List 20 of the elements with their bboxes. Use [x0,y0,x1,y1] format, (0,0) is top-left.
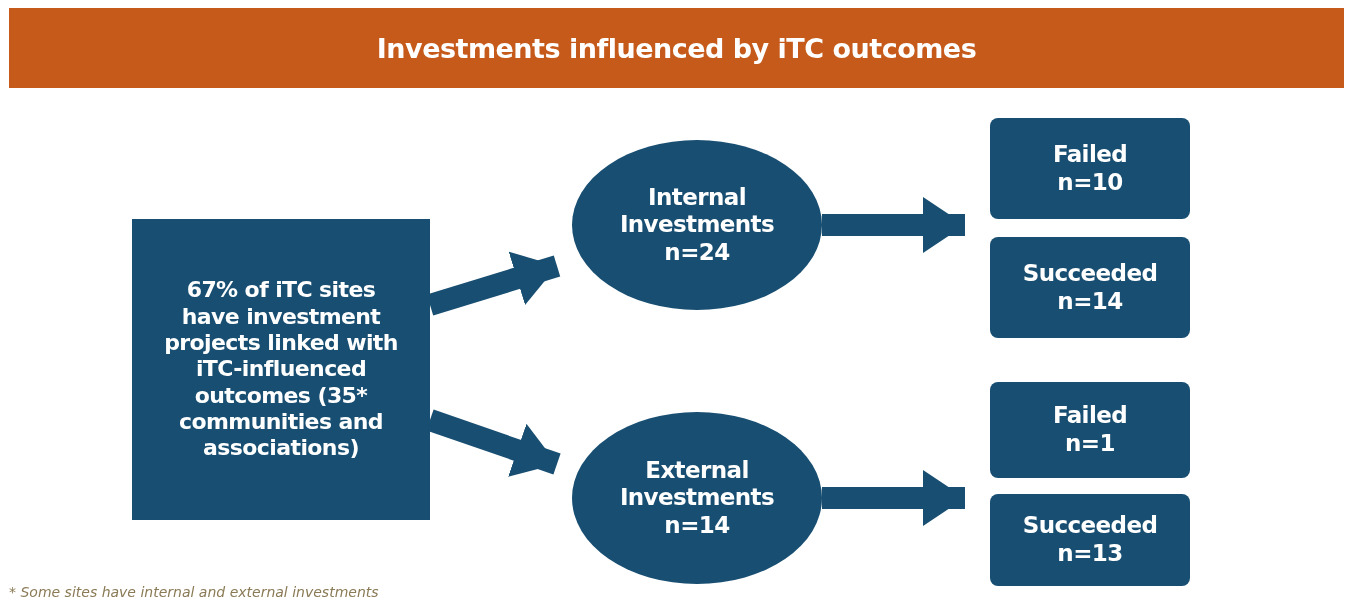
node-text: n=14 [1057,287,1123,316]
node-text: n=24 [664,238,730,267]
node-text: Failed [1052,402,1128,430]
result-box [990,494,1190,586]
footnote: * Some sites have internal and external investments [9,584,379,600]
result-box [990,118,1190,219]
node-text: n=10 [1057,168,1123,197]
node-text: n=13 [1057,540,1123,568]
summary-box [132,219,430,520]
title-banner: Investments influenced by iTC outcomes [9,8,1344,88]
node-text: Failed [1052,140,1128,169]
node-text: Succeeded [1022,512,1158,540]
node-text: n=1 [1065,430,1115,458]
node-text: n=14 [664,511,730,540]
node-text: 67% of iTC sites have investment projects linked with iTC-influenced outcomes (35* communities and associations) [163,277,399,462]
block-arrow [822,470,965,526]
result-box [990,237,1190,338]
result-box [990,382,1190,478]
block-arrow [822,197,965,253]
node-text: Succeeded [1022,259,1158,288]
